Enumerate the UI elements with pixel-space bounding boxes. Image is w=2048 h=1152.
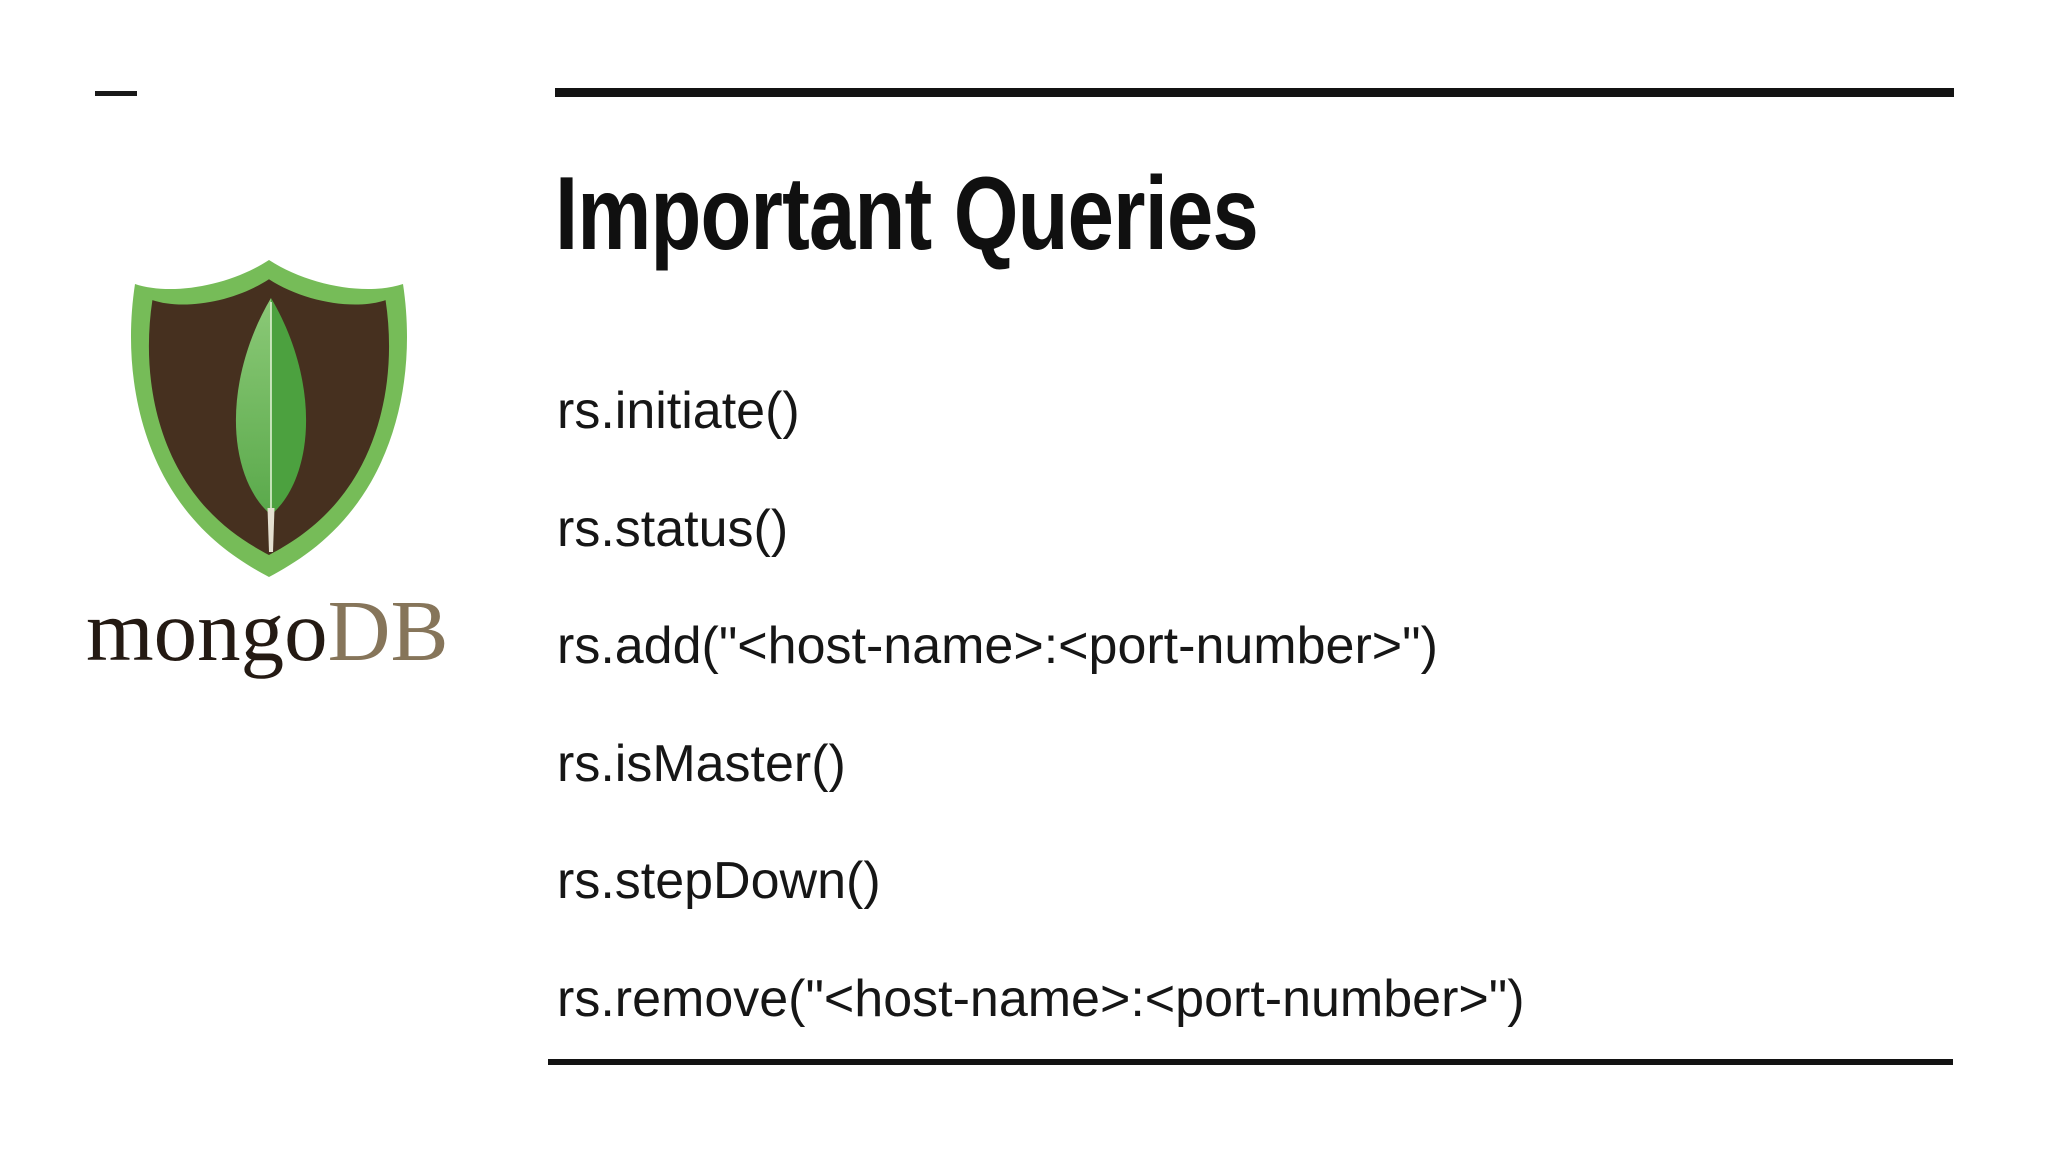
wordmark-mongo: mongo: [86, 582, 328, 679]
mongodb-shield-icon: [130, 260, 408, 577]
query-item: rs.status(): [557, 499, 789, 558]
query-item: rs.stepDown(): [557, 852, 881, 910]
query-item: rs.add("<host-name>:<port-number>"): [557, 617, 1438, 675]
dash-mark: [95, 91, 137, 96]
leaf-right-half: [271, 298, 307, 515]
leaf-stem: [267, 508, 275, 552]
query-item: rs.remove("<host-name>:<port-number>"): [557, 969, 1525, 1028]
query-list: rs.initiate() rs.status() rs.add("<host-…: [557, 353, 1525, 1058]
query-item: rs.isMaster(): [557, 734, 846, 793]
wordmark-db: DB: [327, 582, 449, 679]
leaf-left-half: [235, 298, 271, 515]
mongodb-wordmark: mongoDB: [86, 587, 449, 674]
bottom-rule: [548, 1059, 1953, 1065]
slide-title: Important Queries: [555, 156, 1259, 272]
query-item: rs.initiate(): [557, 382, 800, 440]
top-rule: [555, 88, 1954, 97]
